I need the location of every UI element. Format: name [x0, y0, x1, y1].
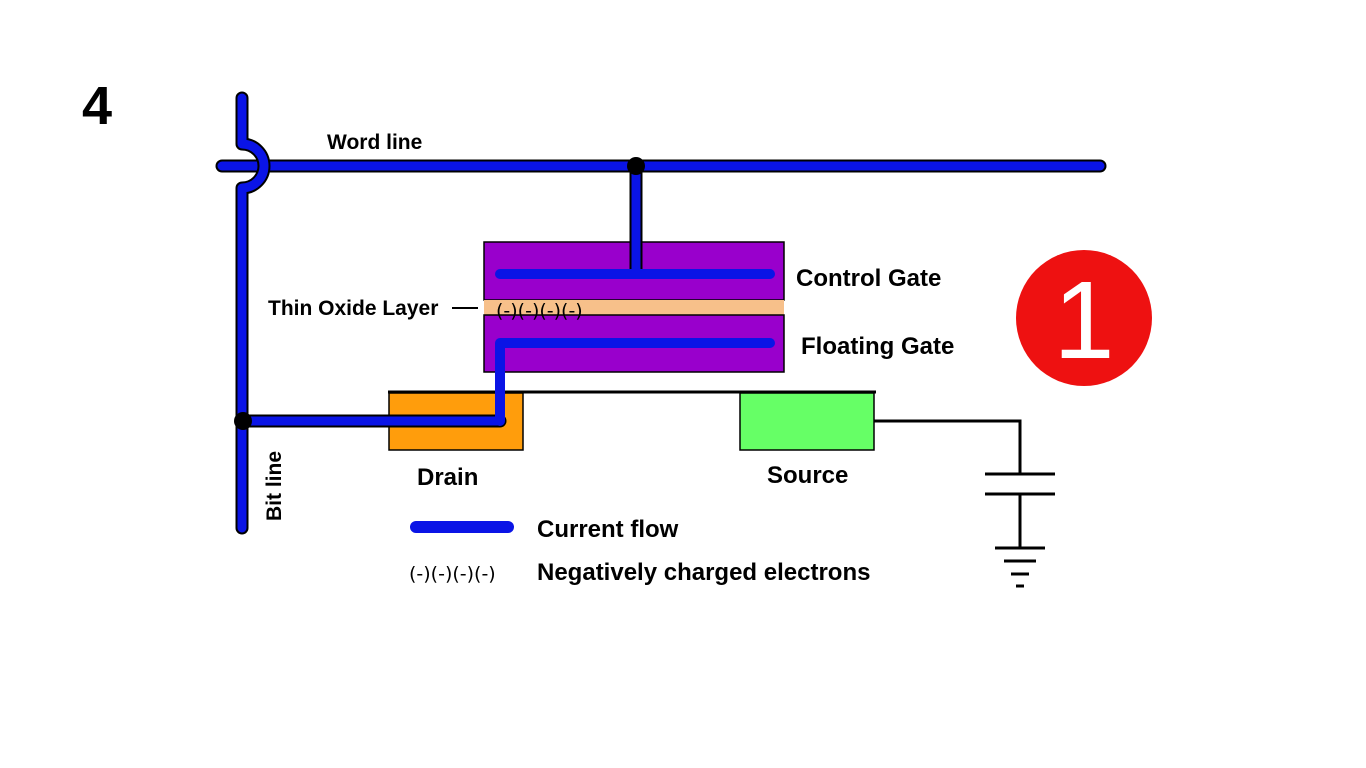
legend-electrons-label: Negatively charged electrons [537, 559, 870, 586]
thin-oxide-layer-label: Thin Oxide Layer [268, 297, 438, 320]
floating-gate-label: Floating Gate [801, 333, 954, 360]
legend-current-label: Current flow [537, 516, 679, 543]
bit-line-wire [235, 91, 507, 535]
oxide-electrons: (-)(-)(-)(-) [496, 300, 583, 322]
source-block [739, 392, 875, 451]
bit-line-label: Bit line [263, 451, 286, 521]
word-line-wire [215, 159, 1107, 277]
legend-electrons-symbol: (-)(-)(-)(-) [409, 563, 496, 585]
word-line-junction-dot [627, 157, 645, 175]
step-badge-number: 1 [1053, 259, 1114, 382]
floating-gate-current-path [495, 338, 775, 426]
thin-oxide-layer-block [484, 300, 784, 315]
legend: Current flow (-)(-)(-)(-) Negatively cha… [409, 516, 870, 586]
drain-label: Drain [417, 464, 478, 491]
step-number: 4 [82, 76, 112, 136]
control-gate-label: Control Gate [796, 265, 941, 292]
ground-symbol [874, 419, 1055, 588]
bit-line-junction-dot [234, 412, 252, 430]
word-line-label: Word line [327, 131, 422, 154]
source-label: Source [767, 462, 848, 489]
step-badge: 1 [1016, 250, 1152, 386]
